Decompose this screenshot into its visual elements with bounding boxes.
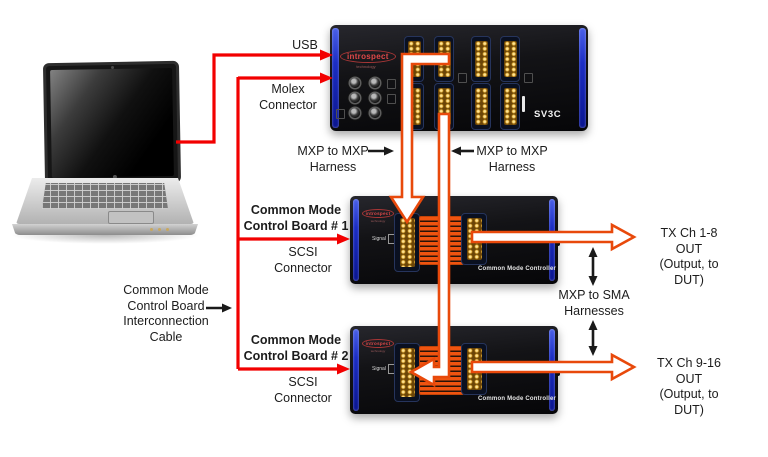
label-interconnect: Common Mode Control Board Interconnectio…	[123, 283, 209, 344]
side-knob	[556, 234, 560, 246]
laptop-screen	[50, 67, 174, 179]
signal-label: Signal	[372, 364, 395, 374]
signal-icon	[387, 364, 395, 374]
port-mark-icon	[458, 73, 467, 83]
sma-port	[370, 93, 380, 103]
common-mode-controller-1: introspect technology Signal Common Mode…	[350, 196, 560, 284]
mxp-port	[471, 36, 491, 82]
sma-port	[350, 78, 360, 88]
laptop-lid	[42, 60, 182, 186]
introspect-logo: introspect technology	[340, 46, 396, 69]
sma-port	[370, 78, 380, 88]
mxp-port-in	[394, 343, 420, 402]
scsi-wire-board1	[238, 233, 350, 245]
brand-wordmark: introspect	[361, 339, 395, 348]
sma-port	[350, 93, 360, 103]
mxp-port-out	[461, 213, 487, 265]
label-scsi-2: SCSI Connector	[274, 375, 332, 405]
sv3c-left-edge	[332, 28, 339, 128]
device-label: Common Mode Controller	[478, 266, 557, 272]
introspect-logo: introspect technology	[360, 202, 396, 223]
common-mode-controller-2: introspect technology Signal Common Mode…	[350, 326, 560, 414]
signal-label: Signal	[372, 234, 395, 244]
laptop-webcam	[111, 65, 115, 70]
label-board2-title: Common Mode Control Board # 2	[243, 333, 349, 363]
port-mark-icon	[387, 79, 396, 89]
port-mark-icon	[524, 73, 533, 83]
brand-wordmark: introspect	[361, 209, 395, 218]
brand-subtext: technology	[356, 64, 376, 69]
label-mxp-sma: MXP to SMA Harnesses	[558, 288, 630, 318]
interconnect-pointer-arrow	[206, 303, 232, 313]
laptop-touchpad	[108, 211, 154, 224]
mxp-port	[404, 83, 424, 130]
laptop-keyboard	[42, 183, 168, 209]
side-knob	[556, 364, 560, 376]
mxp-port	[404, 36, 424, 82]
mxp-sma-arrow-bottom	[588, 320, 598, 356]
board2-left-edge	[353, 329, 359, 411]
mxp-port-out	[461, 343, 487, 395]
sv3c-right-edge	[579, 28, 586, 128]
label-scsi-1: SCSI Connector	[274, 245, 332, 275]
mxp-port	[471, 83, 491, 130]
label-tx-out-2: TX Ch 9-16 OUT (Output, to DUT)	[657, 356, 721, 417]
laptop-front-edge	[12, 224, 198, 235]
label-usb: USB	[292, 38, 318, 52]
scsi-wire-board2	[238, 363, 350, 375]
label-board1-title: Common Mode Control Board # 1	[243, 203, 349, 233]
sma-port	[370, 108, 380, 118]
mxp-port	[500, 36, 520, 82]
sma-port	[350, 108, 360, 118]
port-mark-icon	[336, 109, 345, 119]
brand-subtext: technology	[370, 219, 386, 223]
mxp-harness-pointer-left	[368, 146, 394, 156]
device-label: Common Mode Controller	[478, 396, 557, 402]
mxp-port	[434, 36, 454, 82]
laptop-keyboard-deck	[16, 178, 194, 224]
mxp-harness-pointer-right	[451, 146, 474, 156]
model-label: SV3C	[534, 109, 562, 120]
ribbon-block	[419, 216, 464, 265]
port-mark-icon	[387, 94, 396, 104]
mxp-port	[500, 83, 520, 130]
mxp-sma-arrow-top	[588, 247, 598, 286]
introspect-logo: introspect technology	[360, 332, 396, 353]
brand-wordmark: introspect	[340, 50, 396, 63]
label-mxp-mxp-right: MXP to MXP Harness	[476, 144, 548, 174]
mxp-port	[434, 83, 454, 130]
laptop	[10, 58, 200, 244]
label-tx-out-1: TX Ch 1-8 OUT (Output, to DUT)	[659, 226, 719, 287]
label-molex: Molex Connector	[259, 82, 317, 112]
board1-left-edge	[353, 199, 359, 281]
signal-icon	[387, 234, 395, 244]
ribbon-block	[419, 346, 464, 395]
label-mxp-mxp-left: MXP to MXP Harness	[297, 144, 369, 174]
brand-subtext: technology	[370, 349, 386, 353]
sv3c-instrument: introspect technology SV3C	[330, 25, 588, 131]
mxp-port-in	[394, 213, 420, 272]
indicator-bar	[522, 96, 525, 112]
